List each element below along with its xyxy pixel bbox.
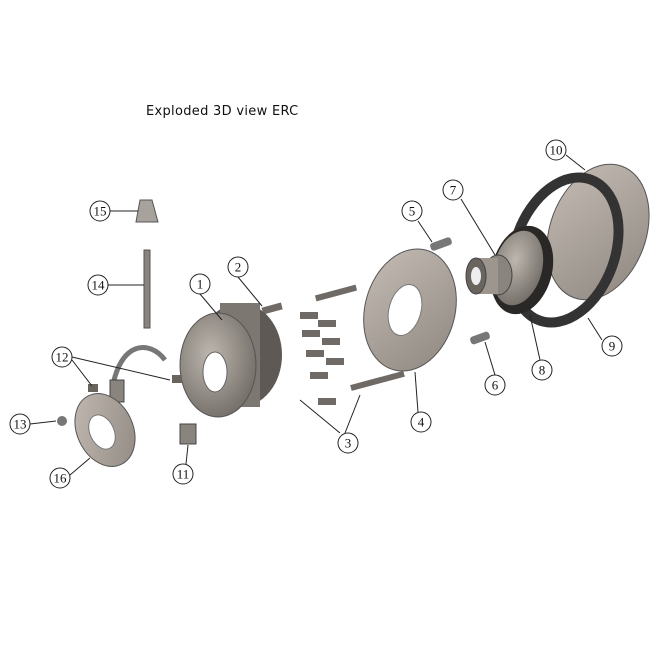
part-6-screw	[470, 331, 490, 345]
callout-5: 5	[401, 200, 423, 222]
part-1-brake-body	[179, 303, 282, 418]
svg-text:8: 8	[539, 363, 546, 378]
part-2-pin	[261, 302, 283, 315]
callout-3: 3	[337, 432, 359, 454]
svg-text:12: 12	[56, 350, 69, 365]
svg-text:10: 10	[550, 143, 563, 158]
part-16-ring-plate	[74, 393, 136, 467]
part-15-knob	[135, 199, 159, 223]
part-5-screw	[430, 237, 452, 251]
callout-9: 9	[601, 335, 623, 357]
part-10-cover-plate	[546, 163, 650, 301]
callout-6: 6	[484, 374, 506, 396]
leader-lines	[29, 154, 603, 476]
svg-text:7: 7	[450, 183, 457, 198]
callout-16: 16	[49, 467, 71, 489]
svg-text:6: 6	[492, 378, 499, 393]
svg-text:5: 5	[409, 204, 416, 219]
svg-text:13: 13	[14, 417, 27, 432]
svg-text:4: 4	[418, 415, 425, 430]
callout-12: 12	[51, 346, 73, 368]
callout-1: 1	[189, 273, 211, 295]
callout-10: 10	[545, 139, 567, 161]
svg-text:2: 2	[235, 260, 242, 275]
part-13-nut	[57, 416, 67, 426]
svg-text:3: 3	[345, 436, 352, 451]
callout-4: 4	[410, 411, 432, 433]
callout-13: 13	[9, 413, 31, 435]
callout-8: 8	[531, 359, 553, 381]
part-4-flange-plate	[363, 248, 457, 372]
svg-text:1: 1	[197, 277, 204, 292]
callout-14: 14	[87, 274, 109, 296]
callout-15: 15	[89, 200, 111, 222]
part-7-splined-hub	[465, 254, 513, 296]
callout-2: 2	[227, 256, 249, 278]
part-3-studs	[300, 284, 405, 405]
part-14-rod	[143, 249, 151, 329]
callout-7: 7	[442, 179, 464, 201]
diagram-title: Exploded 3D view ERC	[146, 104, 299, 119]
callout-11: 11	[172, 463, 194, 485]
svg-text:15: 15	[94, 204, 107, 219]
part-11-12-release-lever	[88, 345, 197, 445]
svg-text:9: 9	[609, 339, 616, 354]
svg-text:11: 11	[177, 467, 190, 482]
svg-text:14: 14	[92, 278, 106, 293]
svg-text:16: 16	[54, 471, 68, 486]
